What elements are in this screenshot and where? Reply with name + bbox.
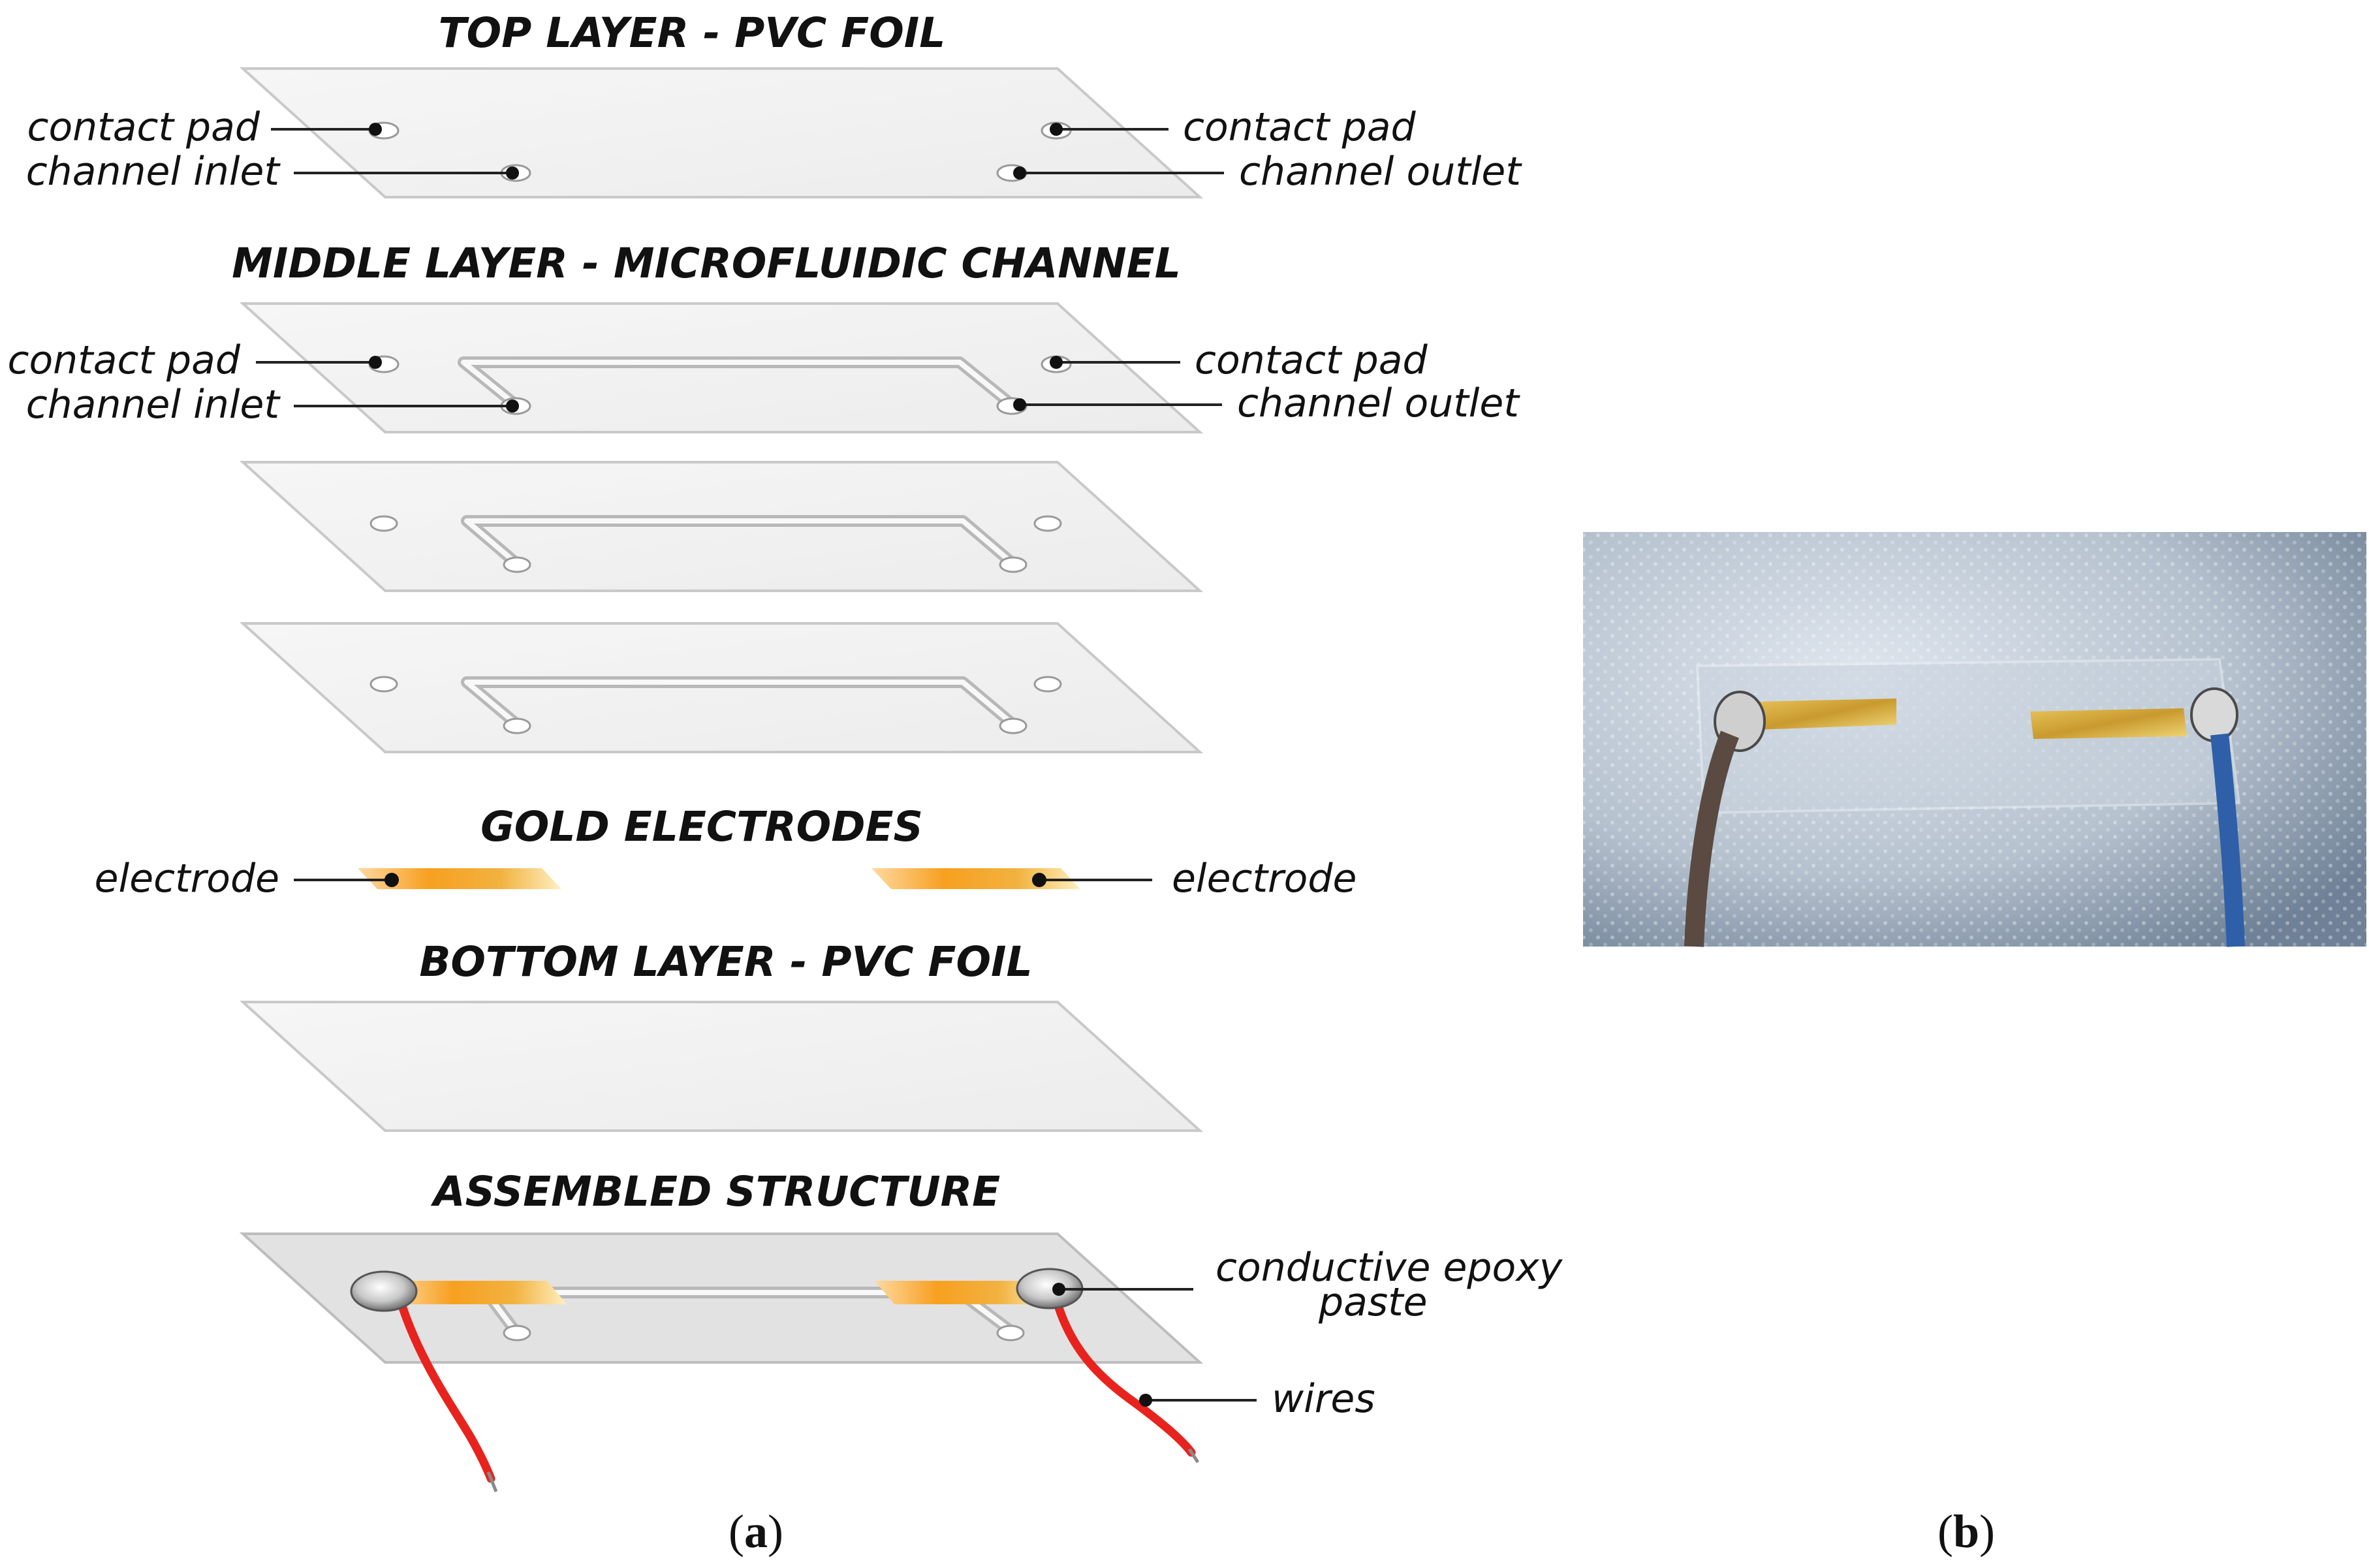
top-label-contact-pad-left: contact pad	[27, 104, 260, 150]
gold-electrodes-group: GOLD ELECTRODES electrode electrode	[95, 803, 1357, 902]
top-leader-dot	[506, 166, 519, 180]
middle-sheet-2-contact-pad-right	[1033, 515, 1062, 532]
middle-sheet-1-channel-inner	[461, 360, 1014, 407]
panel-b-label: (b)	[1938, 1505, 1995, 1558]
middle-sheet-2-contact-pad-left	[369, 515, 398, 532]
bottom-layer-title: BOTTOM LAYER - PVC FOIL	[419, 938, 1032, 986]
middle-leader-dot	[369, 356, 382, 369]
panel-b-photo	[1583, 532, 2366, 947]
top-leader-dot	[1013, 166, 1026, 180]
middle-layer-title: MIDDLE LAYER - MICROFLUIDIC CHANNEL	[232, 240, 1181, 287]
photo-foil	[1695, 657, 2241, 815]
middle-leader-dot	[1013, 398, 1026, 411]
panel-a-letter: a	[744, 1505, 768, 1558]
assembled-wire-left-tip	[486, 1471, 498, 1492]
photo-brown-wire	[1684, 730, 1739, 947]
middle-sheet-3-contact-pad-right	[1033, 676, 1062, 693]
top-leader-dot	[1050, 123, 1063, 136]
top-layer-title: TOP LAYER - PVC FOIL	[439, 9, 946, 57]
wires-leader-dot	[1139, 1394, 1152, 1407]
gold-electrode-right	[871, 868, 1080, 889]
assembled-channel-inner	[484, 1290, 1014, 1334]
panel-a-label: (a)	[729, 1505, 783, 1558]
photo-epoxy-right	[2190, 687, 2238, 742]
panel-b-letter: b	[1953, 1505, 1979, 1558]
assembled-electrode-left	[392, 1281, 567, 1304]
assembled-wire-right-tip	[1187, 1448, 1200, 1464]
electrode-leader-dot	[384, 873, 399, 887]
photo-gold-strip-right	[2030, 708, 2187, 739]
middle-sheet-3-inlet	[503, 717, 531, 734]
middle-leader-dot	[506, 400, 519, 413]
photo-gold-strip-left	[1756, 698, 1896, 730]
middle-leader-dot	[1050, 356, 1063, 369]
top-leader-dot	[369, 123, 382, 136]
middle-sheet-2-inlet	[503, 556, 531, 573]
bottom-layer-group: BOTTOM LAYER - PVC FOIL	[239, 938, 1204, 1132]
assembled-structure-group: ASSEMBLED STRUCTURE conductive epoxy pas…	[239, 1168, 1563, 1492]
photo-blue-wire	[2210, 733, 2245, 947]
assembled-outlet	[996, 1325, 1025, 1341]
middle-label-channel-outlet: channel outlet	[1237, 381, 1520, 426]
top-label-channel-outlet: channel outlet	[1239, 149, 1522, 195]
top-label-channel-inlet: channel inlet	[26, 149, 281, 195]
epoxy-blob-left	[350, 1270, 418, 1312]
middle-sheet-2-outlet	[999, 556, 1028, 573]
gold-electrodes-title: GOLD ELECTRODES	[480, 803, 923, 851]
assembled-electrode-right	[875, 1281, 1052, 1304]
gold-electrode-left	[358, 868, 561, 889]
assembled-inlet	[503, 1325, 531, 1341]
middle-sheet-2-channel-inner	[464, 518, 1014, 565]
middle-sheet-3-channel-inner	[464, 680, 1014, 726]
epoxy-label-line1: conductive epoxy	[1216, 1245, 1563, 1291]
middle-sheet-3-outlet	[999, 717, 1028, 734]
epoxy-label-line2: paste	[1318, 1279, 1428, 1325]
assembled-wire-left	[395, 1293, 495, 1483]
middle-layer-group: MIDDLE LAYER - MICROFLUIDIC CHANNEL cont…	[7, 240, 1520, 753]
top-layer-sheet	[239, 67, 1204, 198]
middle-label-contact-pad-right: contact pad	[1195, 337, 1428, 383]
epoxy-leader-dot	[1052, 1283, 1065, 1296]
wires-label: wires	[1272, 1376, 1375, 1422]
middle-sheet-3-contact-pad-left	[369, 676, 398, 693]
electrode-label-right: electrode	[1172, 856, 1357, 902]
assembled-title: ASSEMBLED STRUCTURE	[430, 1168, 1000, 1215]
middle-label-contact-pad-left: contact pad	[7, 337, 240, 383]
assembled-wire-right	[1052, 1294, 1196, 1457]
bottom-layer-sheet	[239, 1001, 1204, 1132]
electrode-label-left: electrode	[95, 856, 279, 902]
middle-label-channel-inlet: channel inlet	[26, 382, 281, 428]
top-label-contact-pad-right: contact pad	[1183, 104, 1416, 150]
electrode-leader-dot	[1032, 873, 1046, 887]
top-layer-group: TOP LAYER - PVC FOIL contact pad channel…	[26, 9, 1522, 198]
